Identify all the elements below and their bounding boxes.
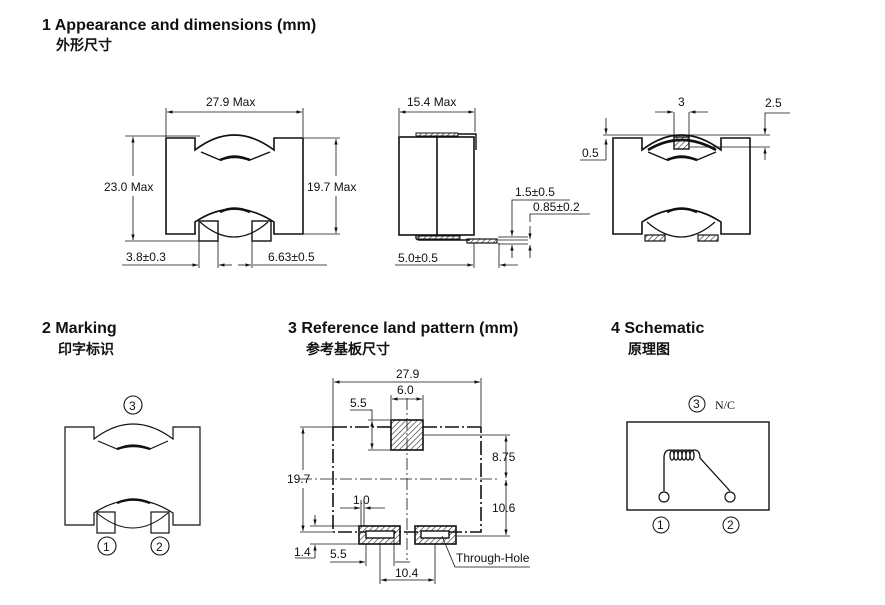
dim-offset: 0.5 — [582, 146, 599, 160]
schematic-pin1: 1 — [657, 518, 664, 532]
section-1-title: 1 Appearance and dimensions (mm) — [42, 17, 317, 34]
dim-front-height-body: 19.7 Max — [307, 180, 356, 194]
dim-front-height-overall: 23.0 Max — [104, 180, 153, 194]
land-overall-width: 27.9 — [396, 367, 420, 381]
marking-pin1-circle — [97, 536, 117, 556]
front-lead-left — [198, 220, 219, 242]
dim-lead-width: 3.8±0.3 — [126, 250, 166, 264]
section-4-title: 4 Schematic — [611, 320, 705, 337]
schematic-view — [626, 395, 770, 534]
top-view — [580, 110, 790, 242]
land-pad-height: 1.4 — [294, 545, 311, 559]
schematic-pin3: 3 — [693, 397, 700, 411]
land-top-pad-height: 5.5 — [350, 396, 367, 410]
section-2-title: 2 Marking — [42, 320, 117, 337]
schematic-box — [626, 421, 770, 511]
marking-pin3-circle — [123, 395, 143, 415]
section-4-subtitle: 原理图 — [628, 342, 670, 358]
front-bottom-arc — [219, 207, 251, 214]
dim-side-lead-length: 5.0±0.5 — [398, 251, 438, 265]
land-top-pad — [390, 419, 424, 451]
marking-view — [64, 395, 201, 556]
dim-front-width: 27.9 Max — [206, 95, 255, 109]
top-body-outline — [612, 134, 751, 235]
front-body-outline — [165, 134, 304, 235]
dim-side-depth: 15.4 Max — [407, 95, 456, 109]
dim-pin-width: 3 — [678, 95, 685, 109]
dim-pin-height: 2.5 — [765, 96, 782, 110]
section-2-subtitle: 印字标识 — [58, 342, 114, 358]
section-3-title: 3 Reference land pattern (mm) — [288, 320, 519, 337]
section-1-subtitle: 外形尺寸 — [56, 38, 112, 54]
marking-pin1: 1 — [103, 540, 110, 554]
terminal-1 — [658, 491, 670, 503]
land-overall-height: 19.7 — [287, 472, 311, 486]
marking-pin2-circle — [150, 536, 170, 556]
land-slot-width: 1.0 — [353, 493, 370, 507]
through-hole-label: Through-Hole — [456, 551, 530, 565]
inductor-coil-icon — [663, 449, 731, 492]
land-upper-half: 8.75 — [492, 450, 516, 464]
land-top-pad-width: 6.0 — [397, 383, 414, 397]
land-pattern-view — [295, 378, 530, 584]
marking-pin2: 2 — [156, 540, 163, 554]
front-lead-right — [251, 220, 272, 242]
marking-body-outline — [64, 423, 201, 526]
dim-lead-gap: 6.63±0.5 — [268, 250, 315, 264]
dim-side-lead-thickness: 0.85±0.2 — [533, 200, 580, 214]
schematic-nc: N/C — [715, 398, 735, 412]
land-pad-length: 5.5 — [330, 547, 347, 561]
dim-side-standoff: 1.5±0.5 — [515, 185, 555, 199]
land-pad-pitch: 10.4 — [395, 566, 419, 580]
schematic-pin2: 2 — [727, 518, 734, 532]
section-3-subtitle: 参考基板尺寸 — [306, 342, 390, 358]
side-view — [395, 108, 590, 268]
top-pin-3 — [673, 136, 690, 150]
marking-pin3: 3 — [129, 399, 136, 413]
side-lead — [415, 235, 470, 241]
front-view — [122, 108, 340, 268]
terminal-2 — [724, 491, 736, 503]
land-lower-half: 10.6 — [492, 501, 516, 515]
